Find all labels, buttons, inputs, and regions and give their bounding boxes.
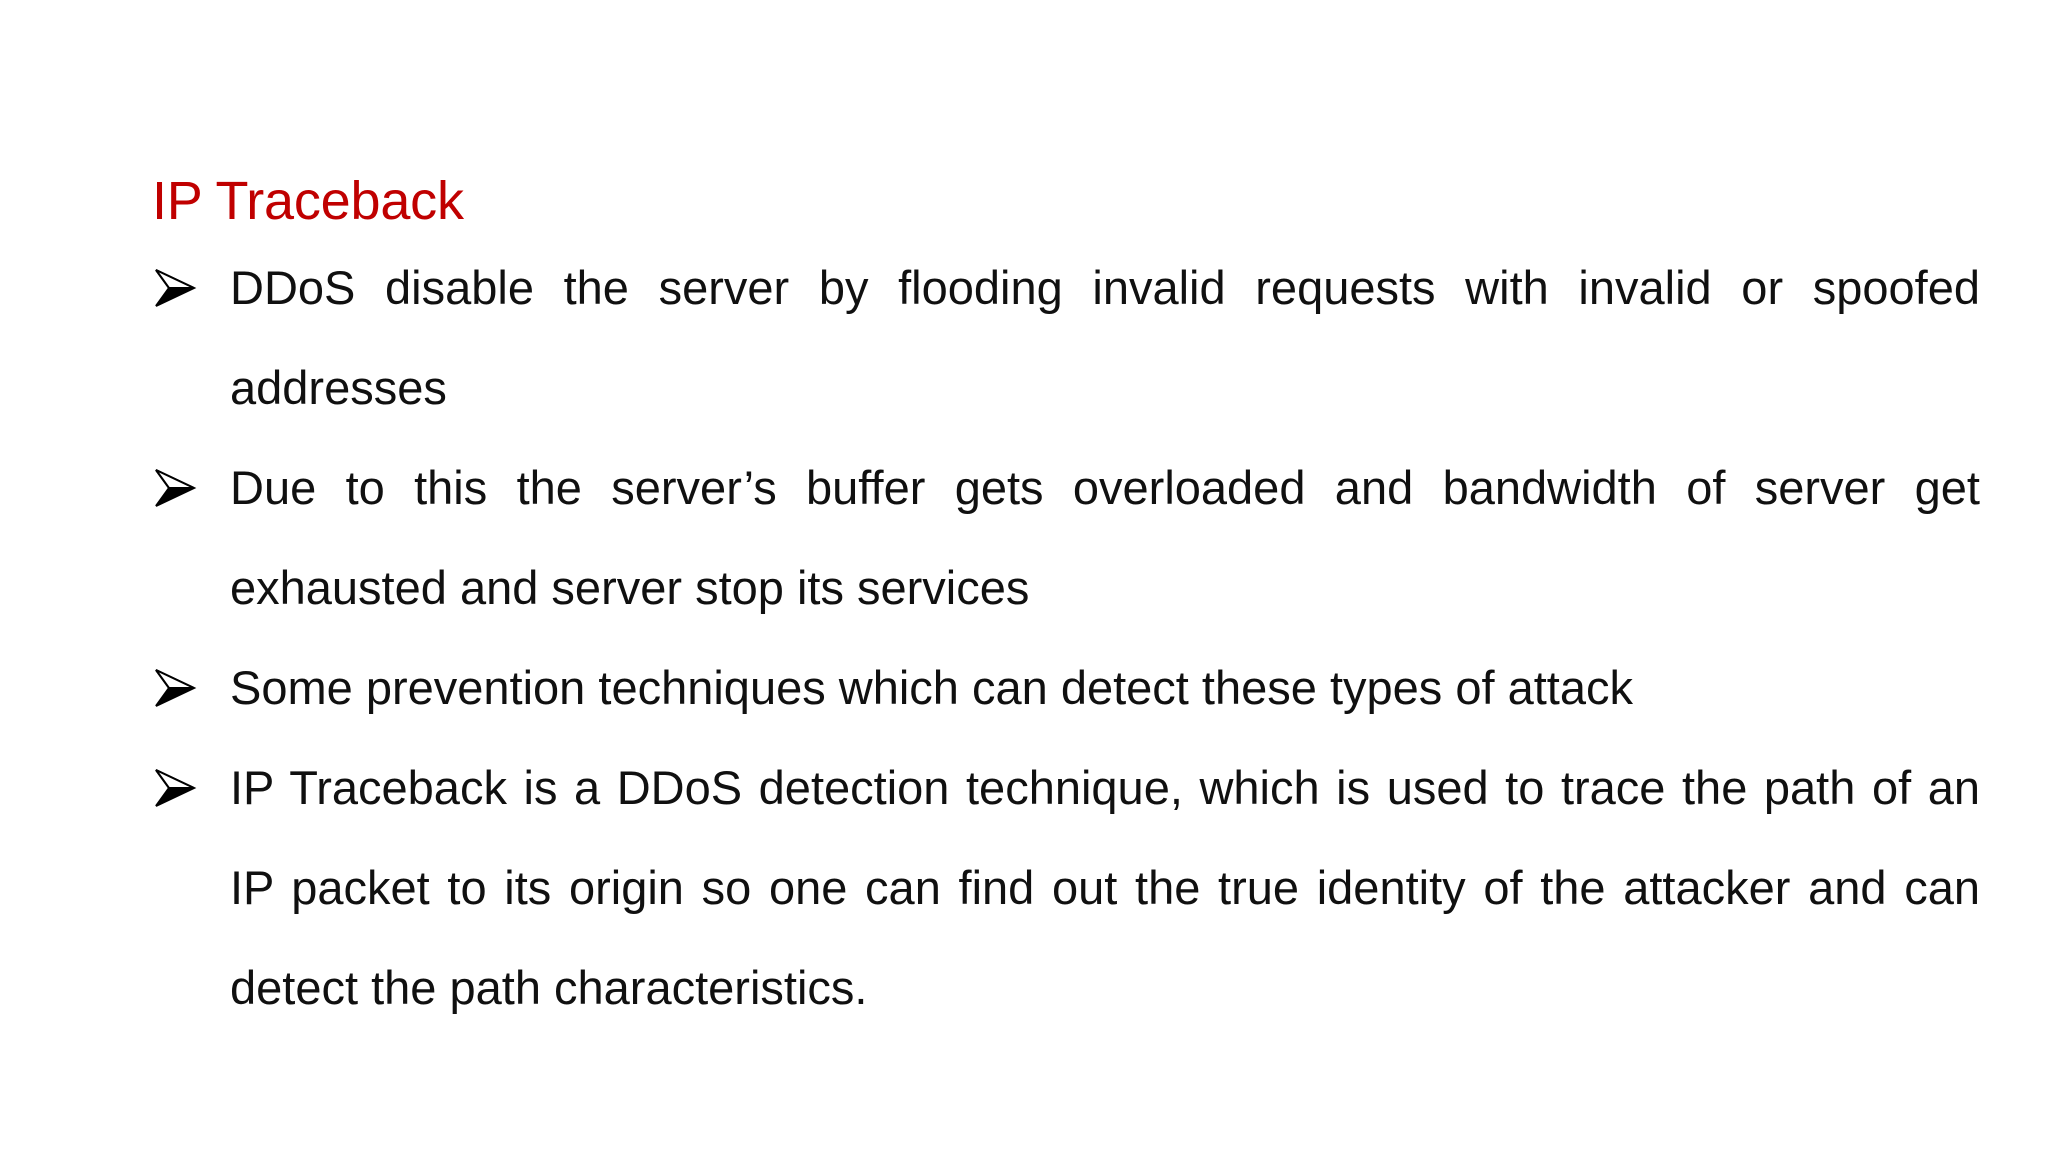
list-item: Some prevention techniques which can det… [150,638,1980,738]
arrowhead-bullet-icon [152,738,212,838]
list-item-text: Due to this the server’s buffer gets ove… [230,461,1980,614]
list-item-text: IP Traceback is a DDoS detection techniq… [230,761,1980,1014]
arrowhead-bullet-icon [152,238,212,338]
page-title: IP Traceback [152,171,464,232]
list-item-text: Some prevention techniques which can det… [230,661,1634,714]
list-item-text: DDoS disable the server by flooding inva… [230,261,1980,414]
list-item: Due to this the server’s buffer gets ove… [150,438,1980,638]
list-item: DDoS disable the server by flooding inva… [150,238,1980,438]
list-item: IP Traceback is a DDoS detection techniq… [150,738,1980,1038]
arrowhead-bullet-icon [152,438,212,538]
bullet-list: DDoS disable the server by flooding inva… [150,238,1980,1038]
arrowhead-bullet-icon [152,638,212,738]
